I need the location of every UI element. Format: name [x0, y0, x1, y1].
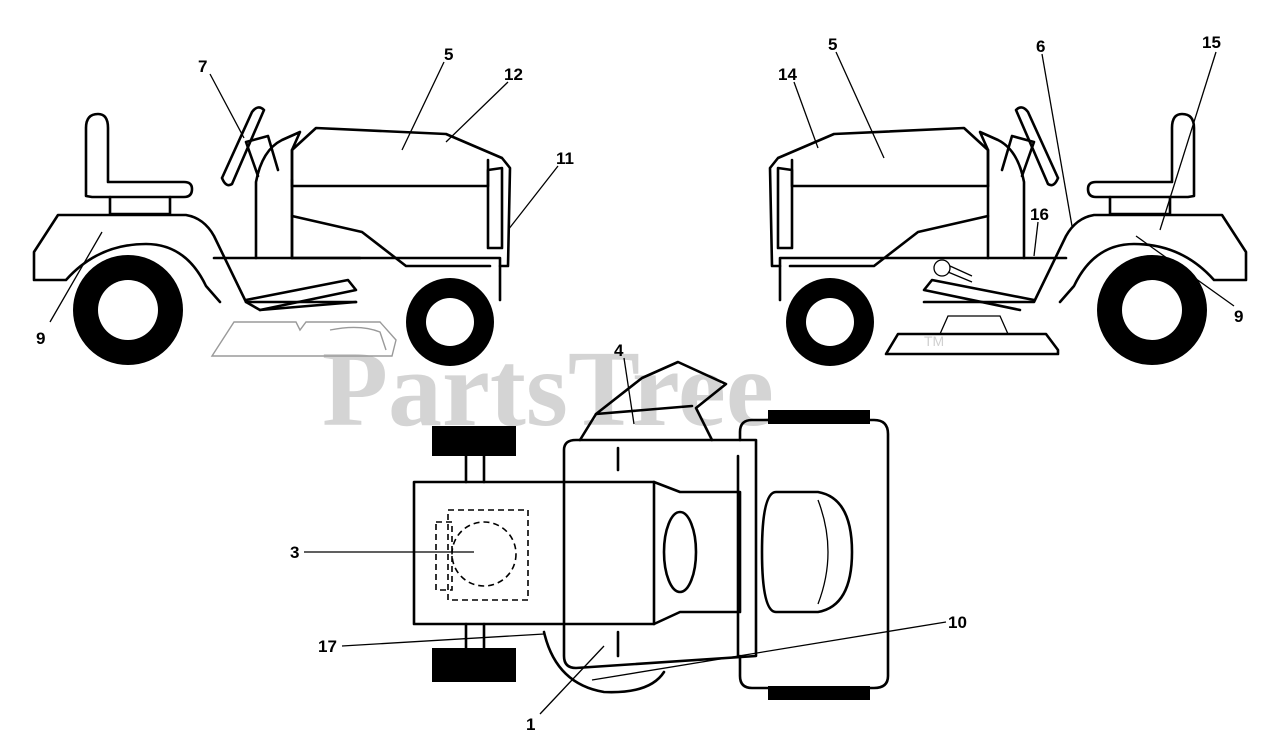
callout-5-left: 5: [444, 45, 453, 64]
tractor-right-side-view: [768, 106, 1248, 366]
callout-7-left: 7: [198, 57, 207, 76]
callout-9-left: 9: [36, 329, 45, 348]
callout-9-right: 9: [1234, 307, 1243, 326]
callout-labels: 7 5 12 11 9 5 14 6 15 16 9 4 3 17 10 1: [36, 33, 1243, 734]
tractor-left-side-view: [32, 106, 512, 366]
callout-leader-lines: [49, 51, 1235, 715]
callout-1-top: 1: [526, 715, 535, 734]
callout-17-top: 17: [318, 637, 337, 656]
callout-6-right: 6: [1036, 37, 1045, 56]
callout-11-left: 11: [556, 149, 574, 168]
callout-5-right: 5: [828, 35, 837, 54]
trademark-mark: TM: [924, 333, 944, 349]
callout-10-top: 10: [948, 613, 967, 632]
partstree-watermark: PartsTree: [322, 330, 774, 449]
callout-3-top: 3: [290, 543, 299, 562]
callout-15-right: 15: [1202, 33, 1221, 52]
callout-12-left: 12: [504, 65, 523, 84]
tractor-top-view: [412, 360, 890, 700]
callout-16-right: 16: [1030, 205, 1049, 224]
callout-14-right: 14: [778, 65, 797, 84]
callout-4-top: 4: [614, 341, 624, 360]
